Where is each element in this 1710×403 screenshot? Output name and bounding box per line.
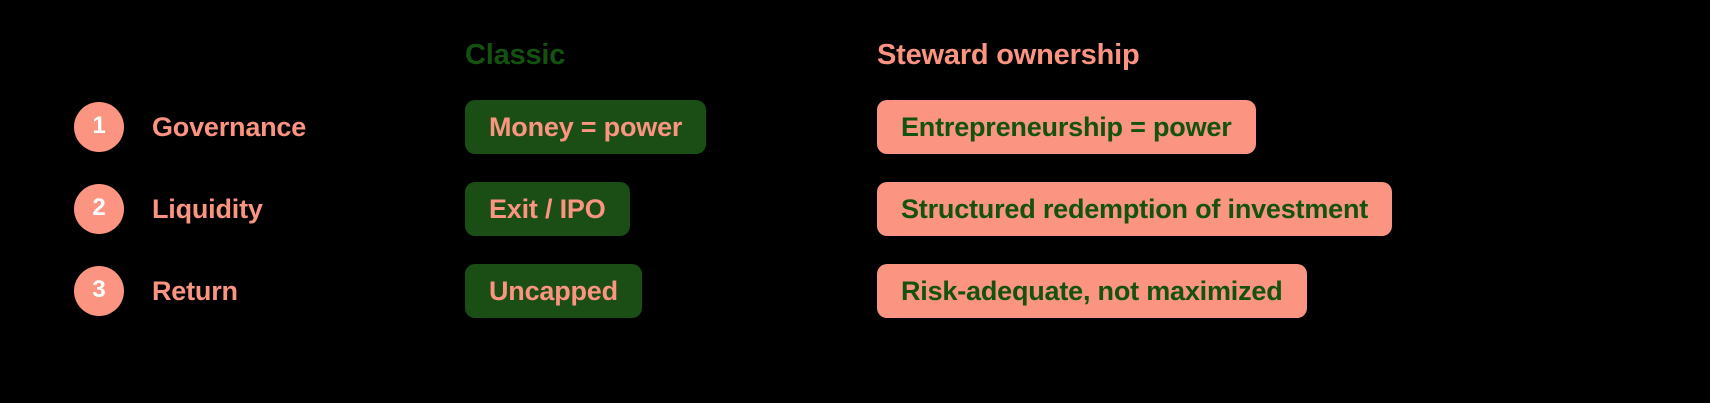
classic-value-governance: Money = power (465, 100, 707, 154)
classic-value-return: Uncapped (465, 264, 642, 318)
steward-value-governance: Entrepreneurship = power (877, 100, 1256, 154)
row-number-badge: 3 (74, 266, 124, 316)
steward-value-liquidity: Structured redemption of investment (877, 182, 1393, 236)
row-label-governance: Governance (152, 111, 307, 142)
table-row: 3 Return Uncapped Risk-adequate, not max… (0, 262, 1710, 322)
steward-value-return: Risk-adequate, not maximized (877, 264, 1307, 318)
table-row: 2 Liquidity Exit / IPO Structured redemp… (0, 180, 1710, 240)
row-number-badge: 2 (74, 184, 124, 234)
row-label-return: Return (152, 275, 238, 306)
column-header-steward: Steward ownership (877, 39, 1140, 71)
row-label-liquidity: Liquidity (152, 193, 263, 224)
classic-value-liquidity: Exit / IPO (465, 182, 630, 236)
column-header-classic: Classic (465, 39, 566, 71)
table-row: 1 Governance Money = power Entrepreneurs… (0, 98, 1710, 158)
row-number-badge: 1 (74, 102, 124, 152)
